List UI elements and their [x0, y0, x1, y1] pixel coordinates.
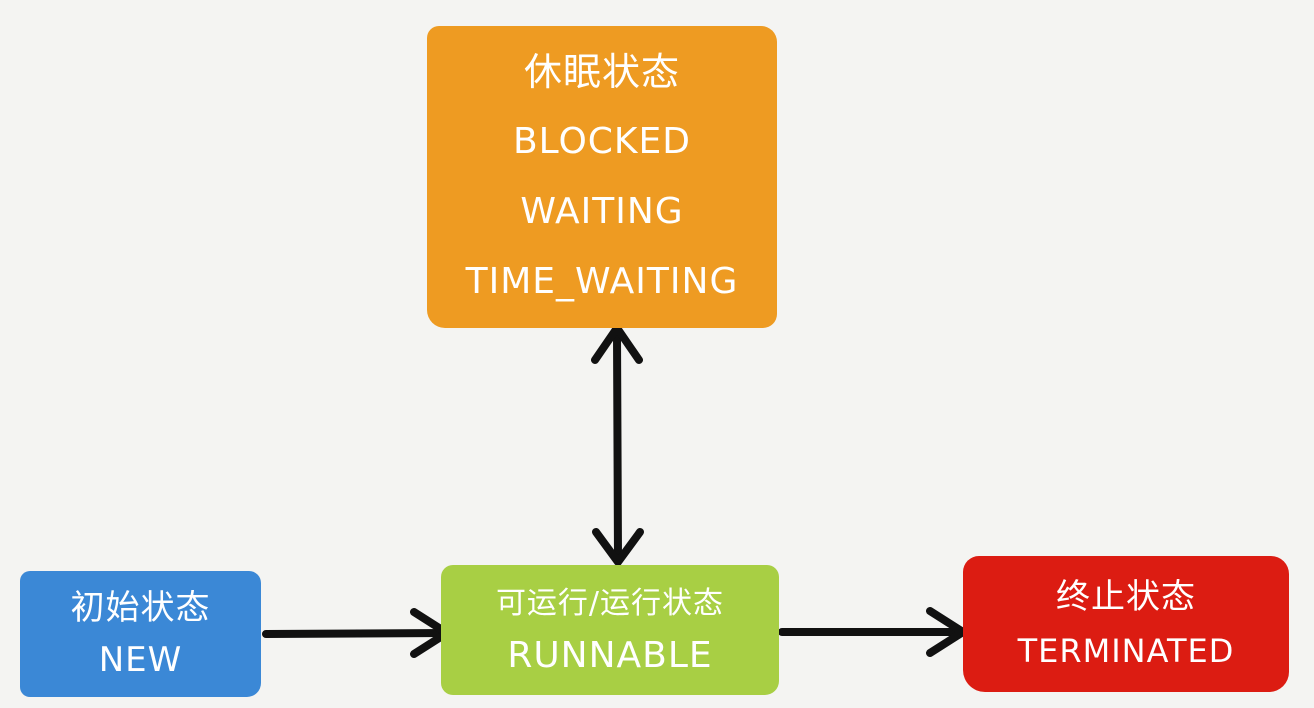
node-sleep-state: 休眠状态 BLOCKED WAITING TIME_WAITING — [427, 26, 777, 328]
sleep-state-waiting: WAITING — [520, 191, 684, 232]
runnable-state-label: RUNNABLE — [507, 635, 713, 676]
arrow-runnable-to-terminated — [778, 607, 967, 657]
runnable-state-title: 可运行/运行状态 — [495, 586, 725, 621]
node-terminated-state: 终止状态 TERMINATED — [963, 556, 1289, 692]
terminated-state-label: TERMINATED — [1017, 632, 1235, 670]
node-runnable-state: 可运行/运行状态 RUNNABLE — [441, 565, 779, 695]
sleep-state-blocked: BLOCKED — [512, 121, 692, 162]
sleep-state-time-waiting: TIME_WAITING — [465, 261, 739, 302]
sleep-state-title: 休眠状态 — [523, 50, 680, 94]
node-new-state: 初始状态 NEW — [20, 571, 261, 697]
terminated-state-title: 终止状态 — [1056, 577, 1196, 617]
new-state-label: NEW — [98, 640, 183, 680]
arrow-runnable-sleep-bidirectional — [591, 324, 644, 566]
new-state-title: 初始状态 — [70, 588, 211, 628]
arrow-new-to-runnable — [262, 608, 451, 658]
